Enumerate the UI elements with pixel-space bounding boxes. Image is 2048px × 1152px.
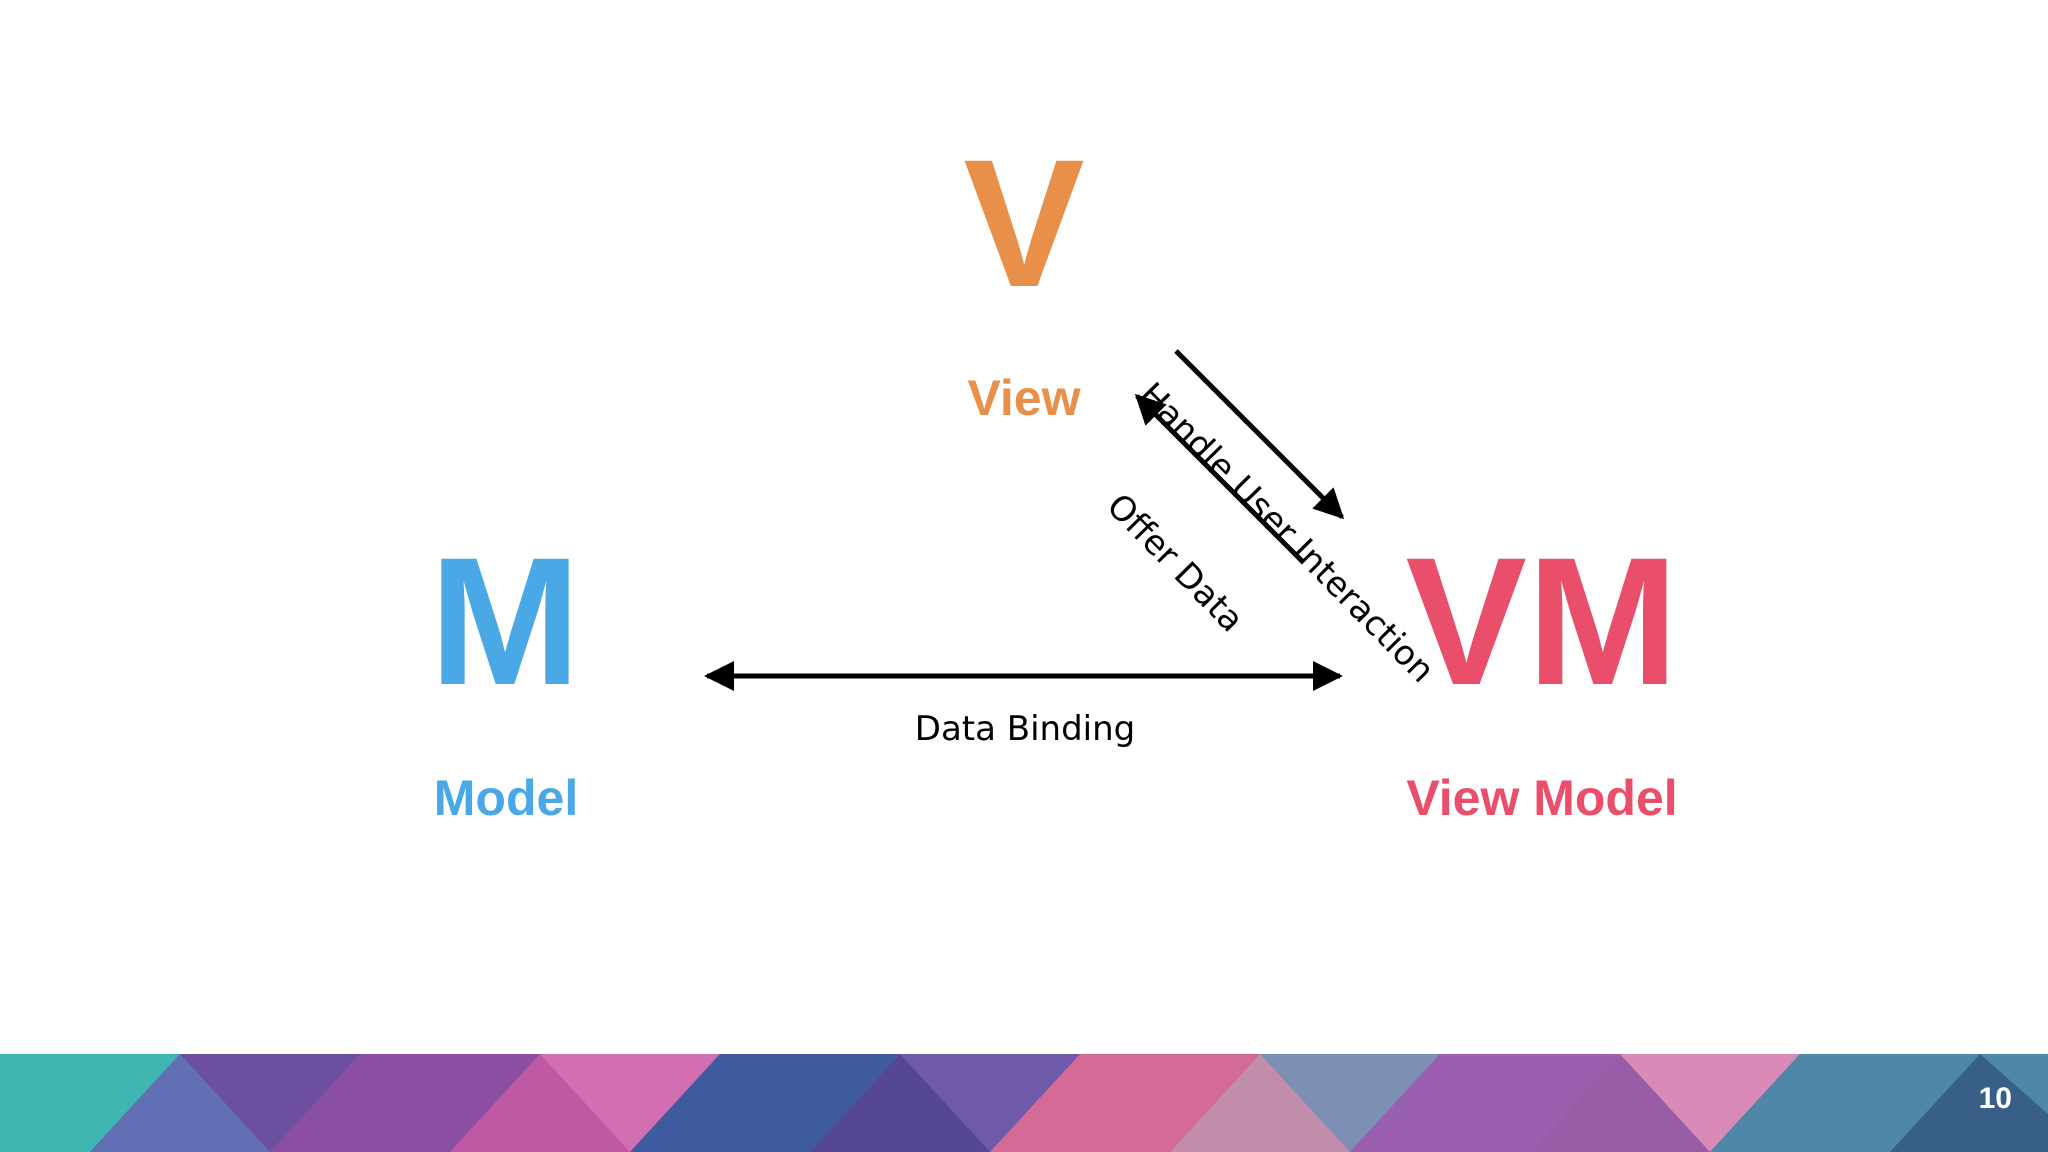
bottom-banner-decoration <box>0 1054 2048 1152</box>
model-letter: M <box>429 519 581 723</box>
view-letter: V <box>963 121 1085 325</box>
handle-user-interaction-arrow <box>1174 349 1345 520</box>
model-label: Model <box>433 770 579 826</box>
offer-data-arrow <box>1134 393 1305 564</box>
viewmodel-label: View Model <box>1406 770 1678 826</box>
arrows-layer <box>704 349 1345 691</box>
page-number: 10 <box>1978 1082 2012 1115</box>
data-binding-label: Data Binding <box>914 709 1136 749</box>
viewmodel-letter: VM <box>1405 519 1679 723</box>
view-label: View <box>967 370 1081 426</box>
